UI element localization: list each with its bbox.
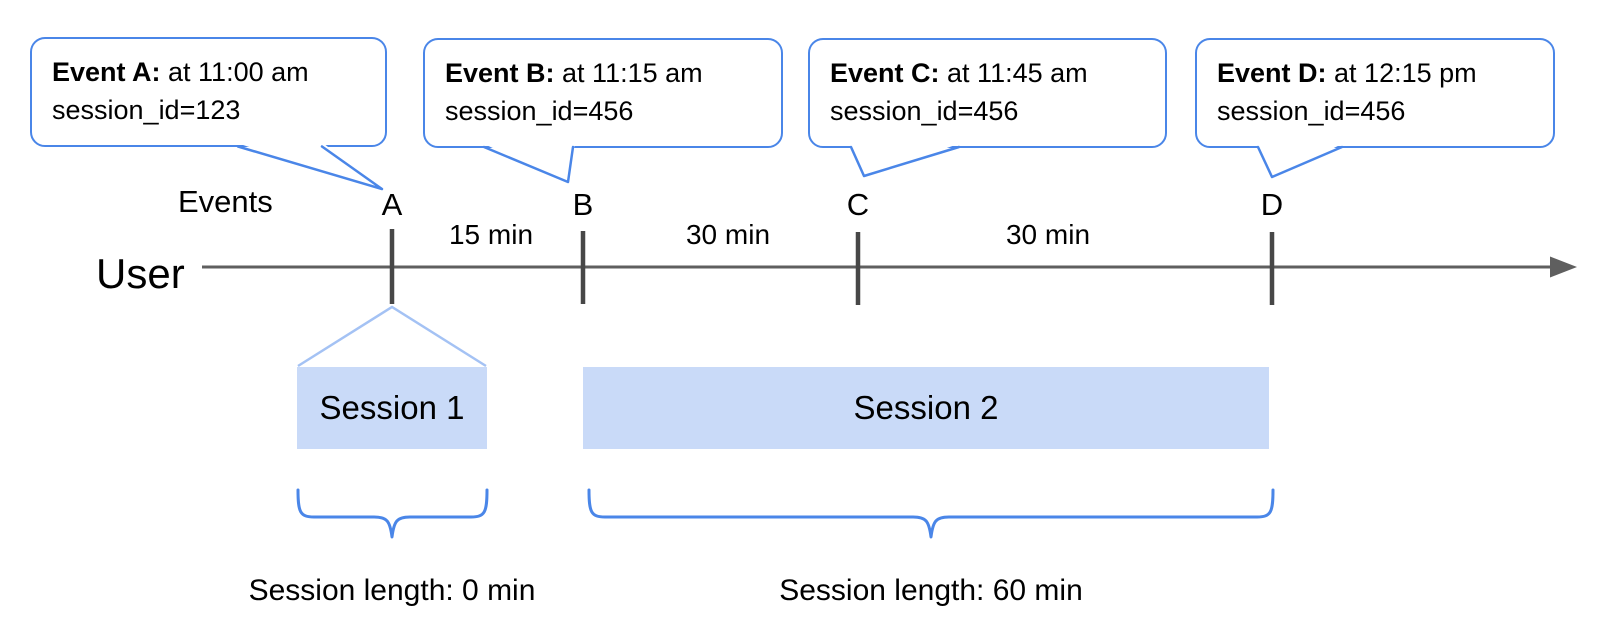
event-b-callout: Event B: at 11:15 am session_id=456 [423, 38, 783, 148]
session1-length-label: Session length: 0 min [248, 574, 536, 607]
timeline-arrowhead [1550, 256, 1577, 278]
event-c-callout-time: at 11:45 am [939, 58, 1088, 88]
session2-length-label: Session length: 60 min [779, 574, 1083, 607]
event-letter-c: C [846, 187, 870, 222]
event-a-callout-detail: session_id=123 [52, 95, 241, 125]
event-b-callout-tail [482, 143, 575, 183]
event-d-callout: Event D: at 12:15 pm session_id=456 [1195, 38, 1555, 148]
event-a-callout-time: at 11:00 am [160, 57, 309, 87]
event-d-callout-tail-outline [1256, 145, 1344, 179]
session1-box: Session 1 [297, 367, 487, 449]
event-d-callout-line1: Event D: at 12:15 pm [1217, 54, 1553, 92]
event-c-callout-line1: Event C: at 11:45 am [830, 54, 1165, 92]
interval-label-c-d: 30 min [1005, 219, 1091, 250]
event-letter-a: A [381, 187, 403, 222]
session2-box: Session 2 [583, 367, 1269, 449]
event-d-callout-tail [1256, 143, 1344, 178]
event-b-callout-line1: Event B: at 11:15 am [445, 54, 781, 92]
session1-funnel-lines [297, 305, 487, 368]
user-axis-label: User [96, 250, 185, 297]
event-letter-b: B [572, 187, 594, 222]
event-c-callout-tail-outline [849, 145, 961, 178]
event-a-callout-line1: Event A: at 11:00 am [52, 53, 385, 91]
event-a-callout-tail-outline [236, 145, 384, 191]
session1-label: Session 1 [319, 389, 465, 426]
session2-label: Session 2 [853, 389, 999, 426]
session1-brace [296, 488, 489, 539]
event-b-callout-time: at 11:15 am [554, 58, 703, 88]
event-c-callout-tail [849, 143, 961, 177]
interval-label-a-b: 15 min [448, 219, 534, 250]
events-axis-label: Events [178, 184, 273, 219]
event-a-callout: Event A: at 11:00 am session_id=123 [30, 37, 387, 147]
event-c-callout-detail: session_id=456 [830, 96, 1019, 126]
event-a-callout-title: Event A: [52, 57, 161, 87]
event-b-callout-title: Event B: [445, 58, 555, 88]
event-d-callout-detail: session_id=456 [1217, 96, 1406, 126]
event-b-callout-tail-outline [482, 145, 575, 184]
event-d-callout-time: at 12:15 pm [1326, 58, 1477, 88]
session2-brace [587, 488, 1275, 539]
event-letter-d: D [1260, 187, 1284, 222]
event-c-callout-title: Event C: [830, 58, 940, 88]
event-b-callout-detail: session_id=456 [445, 96, 634, 126]
event-d-callout-title: Event D: [1217, 58, 1327, 88]
interval-label-b-c: 30 min [685, 219, 771, 250]
event-c-callout: Event C: at 11:45 am session_id=456 [808, 38, 1167, 148]
event-a-callout-tail [237, 143, 382, 190]
